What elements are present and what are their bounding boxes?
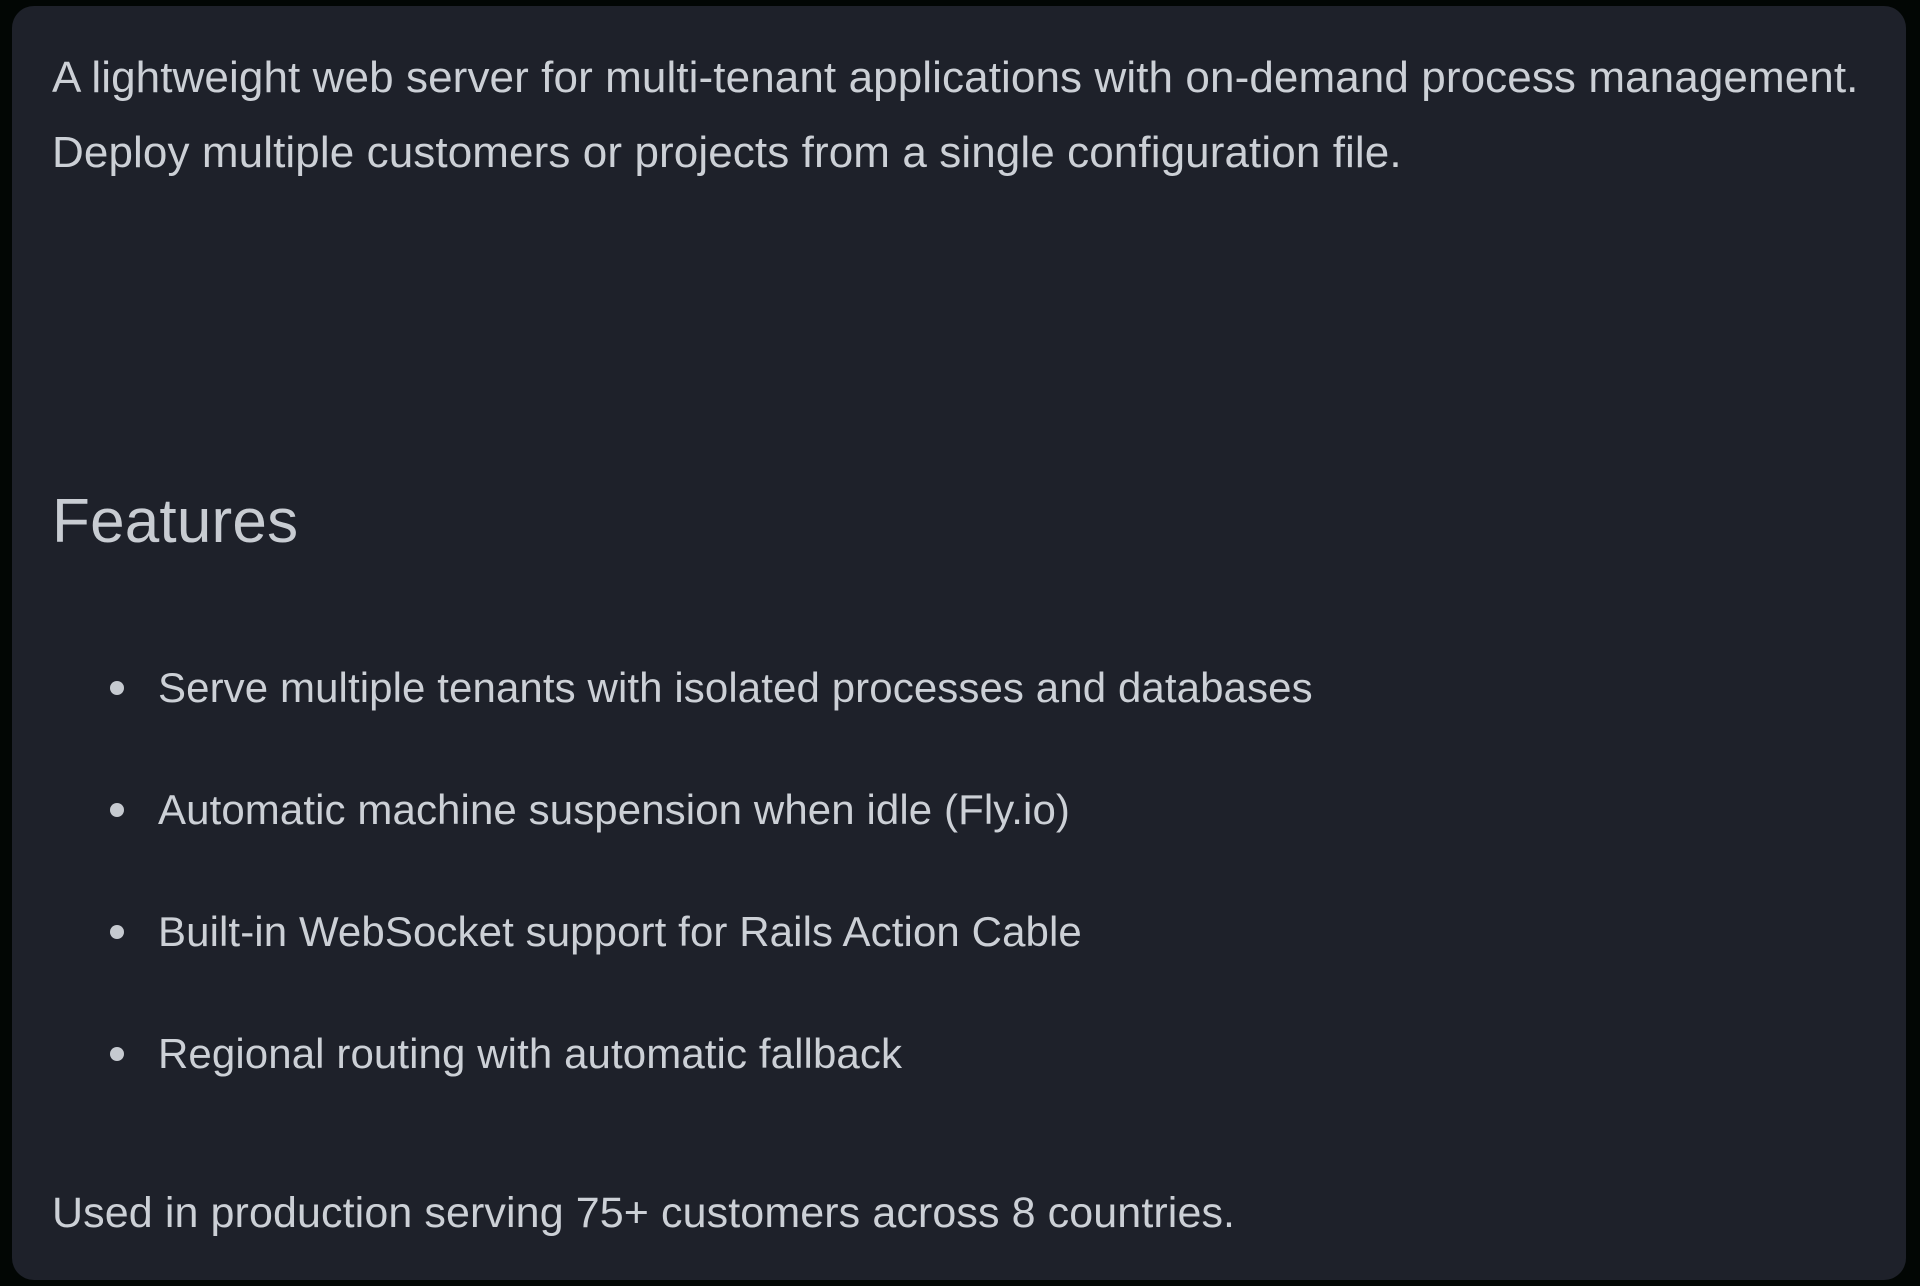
- intro-paragraph: A lightweight web server for multi-tenan…: [52, 53, 1859, 177]
- list-item: Regional routing with automatic fallback: [52, 1032, 1852, 1154]
- readme-card: A lightweight web server for multi-tenan…: [12, 6, 1906, 1280]
- feature-item-label: Serve multiple tenants with isolated pro…: [158, 664, 1313, 711]
- features-heading: Features: [52, 487, 299, 556]
- bullet-icon: [110, 925, 124, 939]
- feature-list: Serve multiple tenants with isolated pro…: [52, 666, 1852, 1154]
- bullet-icon: [110, 681, 124, 695]
- feature-item-label: Built-in WebSocket support for Rails Act…: [158, 908, 1082, 955]
- list-item: Serve multiple tenants with isolated pro…: [52, 666, 1852, 788]
- list-item: Automatic machine suspension when idle (…: [52, 788, 1852, 910]
- bullet-icon: [110, 803, 124, 817]
- bullet-icon: [110, 1047, 124, 1061]
- feature-item-label: Automatic machine suspension when idle (…: [158, 786, 1071, 833]
- list-item: Built-in WebSocket support for Rails Act…: [52, 910, 1852, 1032]
- closing-paragraph: Used in production serving 75+ customers…: [52, 1189, 1236, 1237]
- feature-item-label: Regional routing with automatic fallback: [158, 1030, 903, 1077]
